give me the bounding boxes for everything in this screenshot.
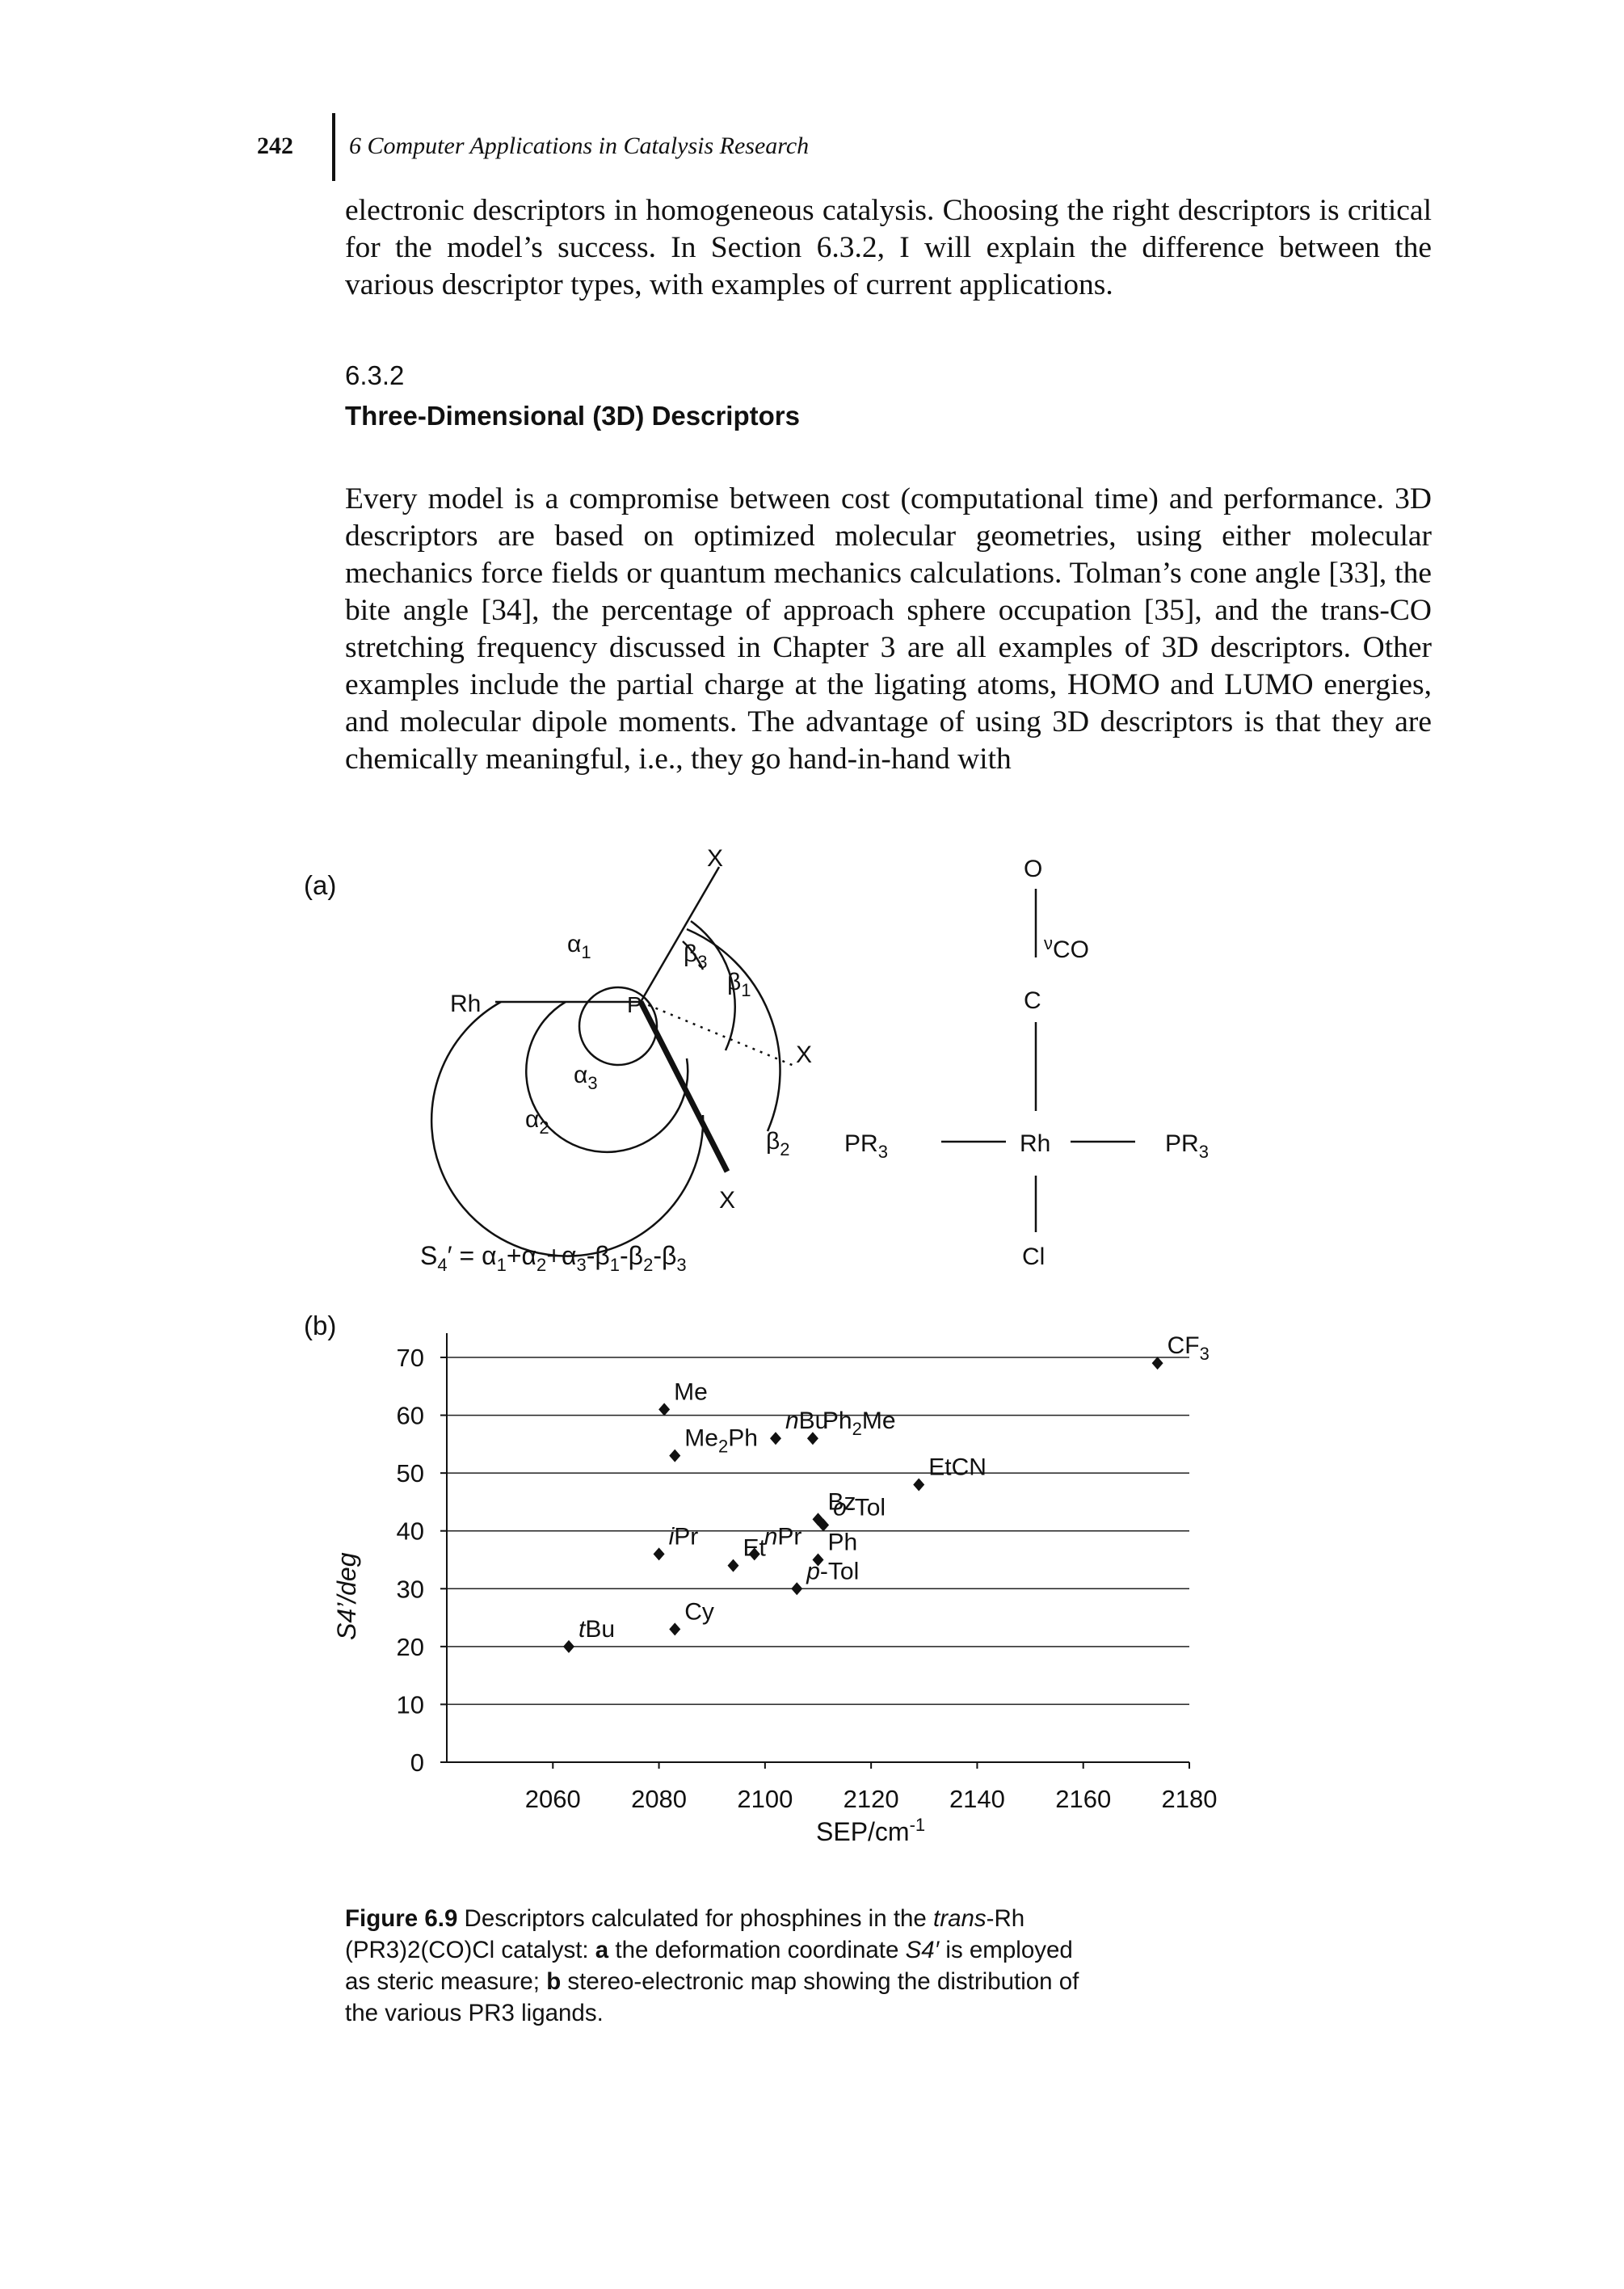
data-point-label: Me <box>674 1378 708 1405</box>
rh-label-cone: Rh <box>450 991 481 1017</box>
data-point-marker <box>1151 1357 1163 1370</box>
running-head: 6 Computer Applications in Catalysis Res… <box>349 133 810 159</box>
p-x-line-bottom <box>637 1000 730 1173</box>
page-number: 242 <box>257 133 293 159</box>
section-number: 6.3.2 <box>345 360 405 390</box>
section-title: Three-Dimensional (3D) Descriptors <box>345 401 800 431</box>
beta1-arc <box>690 919 736 1051</box>
alpha1-arc <box>578 986 658 1067</box>
data-point-marker <box>818 1518 830 1532</box>
data-point-marker <box>562 1639 574 1653</box>
y-tick-label: 60 <box>397 1402 424 1430</box>
data-point-label: tBu <box>578 1616 615 1643</box>
pr3-right-label: PR3 <box>1165 1130 1209 1162</box>
data-point-label: EtCN <box>928 1454 987 1480</box>
data-point-label: iPr <box>669 1523 699 1550</box>
panel-b-label: (b) <box>304 1311 336 1340</box>
y-axis-ticks: 0 10 20 30 40 50 60 70 <box>397 1344 447 1777</box>
pr3-left-label: PR3 <box>844 1130 888 1162</box>
x-tick-label: 2120 <box>844 1785 899 1813</box>
y-axis-title: S4’/deg <box>332 1552 361 1640</box>
beta3-arc <box>682 940 705 970</box>
data-point-label: Me2Ph <box>684 1425 758 1457</box>
data-point-label: p-Tol <box>806 1558 859 1584</box>
o-atom-label: O <box>1024 856 1042 882</box>
body-paragraph-1: electronic descriptors in homogeneous ca… <box>345 194 1432 301</box>
p-atom-label: P <box>627 992 642 1017</box>
data-point-marker <box>727 1559 739 1572</box>
x-axis-title: SEP/cm-1 <box>816 1815 925 1846</box>
data-point-marker <box>812 1553 824 1567</box>
data-point-label: Ph <box>828 1530 858 1556</box>
x-tick-label: 2160 <box>1055 1785 1111 1813</box>
data-point-label: Ph2Me <box>823 1407 896 1439</box>
data-point-marker <box>791 1582 803 1596</box>
trans-complex-structure <box>941 889 1135 1232</box>
data-point-label: nBu <box>785 1407 828 1434</box>
alpha2-arc <box>430 1000 705 1257</box>
data-point-label: CF3 <box>1168 1332 1210 1364</box>
body-paragraph-2: Every model is a compromise between cost… <box>345 482 1432 776</box>
data-point-marker <box>913 1478 925 1492</box>
s4-formula: S4′ = α1+α2+α3-β1-β2-β3 <box>420 1241 687 1275</box>
x-axis-ticks: 2060 2080 2100 2120 2140 2160 2180 <box>525 1762 1218 1813</box>
rh-center-label: Rh <box>1020 1130 1050 1157</box>
cl-atom-label: Cl <box>1022 1243 1045 1270</box>
scatter-plot: 0 10 20 30 40 50 60 70 2060 2080 2100 2120 2140 2160… <box>397 1332 1218 1813</box>
c-atom-label: C <box>1024 987 1041 1014</box>
alpha3-arc <box>525 1000 689 1154</box>
beta1-label: β1 <box>727 969 751 1000</box>
beta2-label: β2 <box>766 1128 790 1159</box>
y-tick-label: 40 <box>397 1517 424 1546</box>
alpha2-label: α2 <box>525 1106 549 1138</box>
data-point-marker <box>669 1449 681 1462</box>
p-x-line-top <box>639 866 721 1003</box>
header-rule <box>332 113 335 181</box>
data-point-marker <box>806 1432 818 1445</box>
x-tick-label: 2100 <box>737 1785 793 1813</box>
x-label-bottom: X <box>719 1187 735 1214</box>
p-x-line-dotted <box>640 1000 797 1068</box>
data-point-marker <box>658 1403 671 1416</box>
y-tick-label: 30 <box>397 1575 424 1603</box>
x-tick-label: 2180 <box>1162 1785 1218 1813</box>
data-point-marker <box>748 1547 760 1561</box>
nu-co-label: νCO <box>1044 933 1089 963</box>
alpha3-label: α3 <box>574 1062 598 1093</box>
y-tick-label: 70 <box>397 1344 424 1372</box>
data-point-label: nPr <box>764 1523 802 1550</box>
figure-caption: Figure 6.9 Descriptors calculated for ph… <box>345 1905 1079 2026</box>
x-tick-label: 2140 <box>949 1785 1005 1813</box>
alpha1-label: α1 <box>567 931 591 962</box>
data-point-label: Cy <box>684 1598 714 1625</box>
data-point-label: o-Tol <box>833 1495 886 1521</box>
x-tick-label: 2060 <box>525 1785 581 1813</box>
beta3-label: β3 <box>684 940 708 972</box>
data-point-marker <box>769 1432 781 1445</box>
x-tick-label: 2080 <box>631 1785 687 1813</box>
y-tick-label: 0 <box>410 1748 424 1777</box>
data-point-marker <box>669 1622 681 1636</box>
data-point-label: Et <box>743 1535 766 1562</box>
panel-a-label: (a) <box>304 870 336 900</box>
x-label-right: X <box>796 1041 812 1068</box>
y-tick-label: 20 <box>397 1633 424 1661</box>
data-point-label: Bz <box>828 1488 856 1515</box>
data-point-marker <box>653 1547 665 1561</box>
x-label-top: X <box>707 845 723 872</box>
y-tick-label: 10 <box>397 1690 424 1719</box>
caption-label: Figure 6.9 <box>345 1905 458 1932</box>
beta2-arc <box>686 928 781 1132</box>
y-tick-label: 50 <box>397 1459 424 1487</box>
cone-angle-diagram <box>430 866 797 1257</box>
